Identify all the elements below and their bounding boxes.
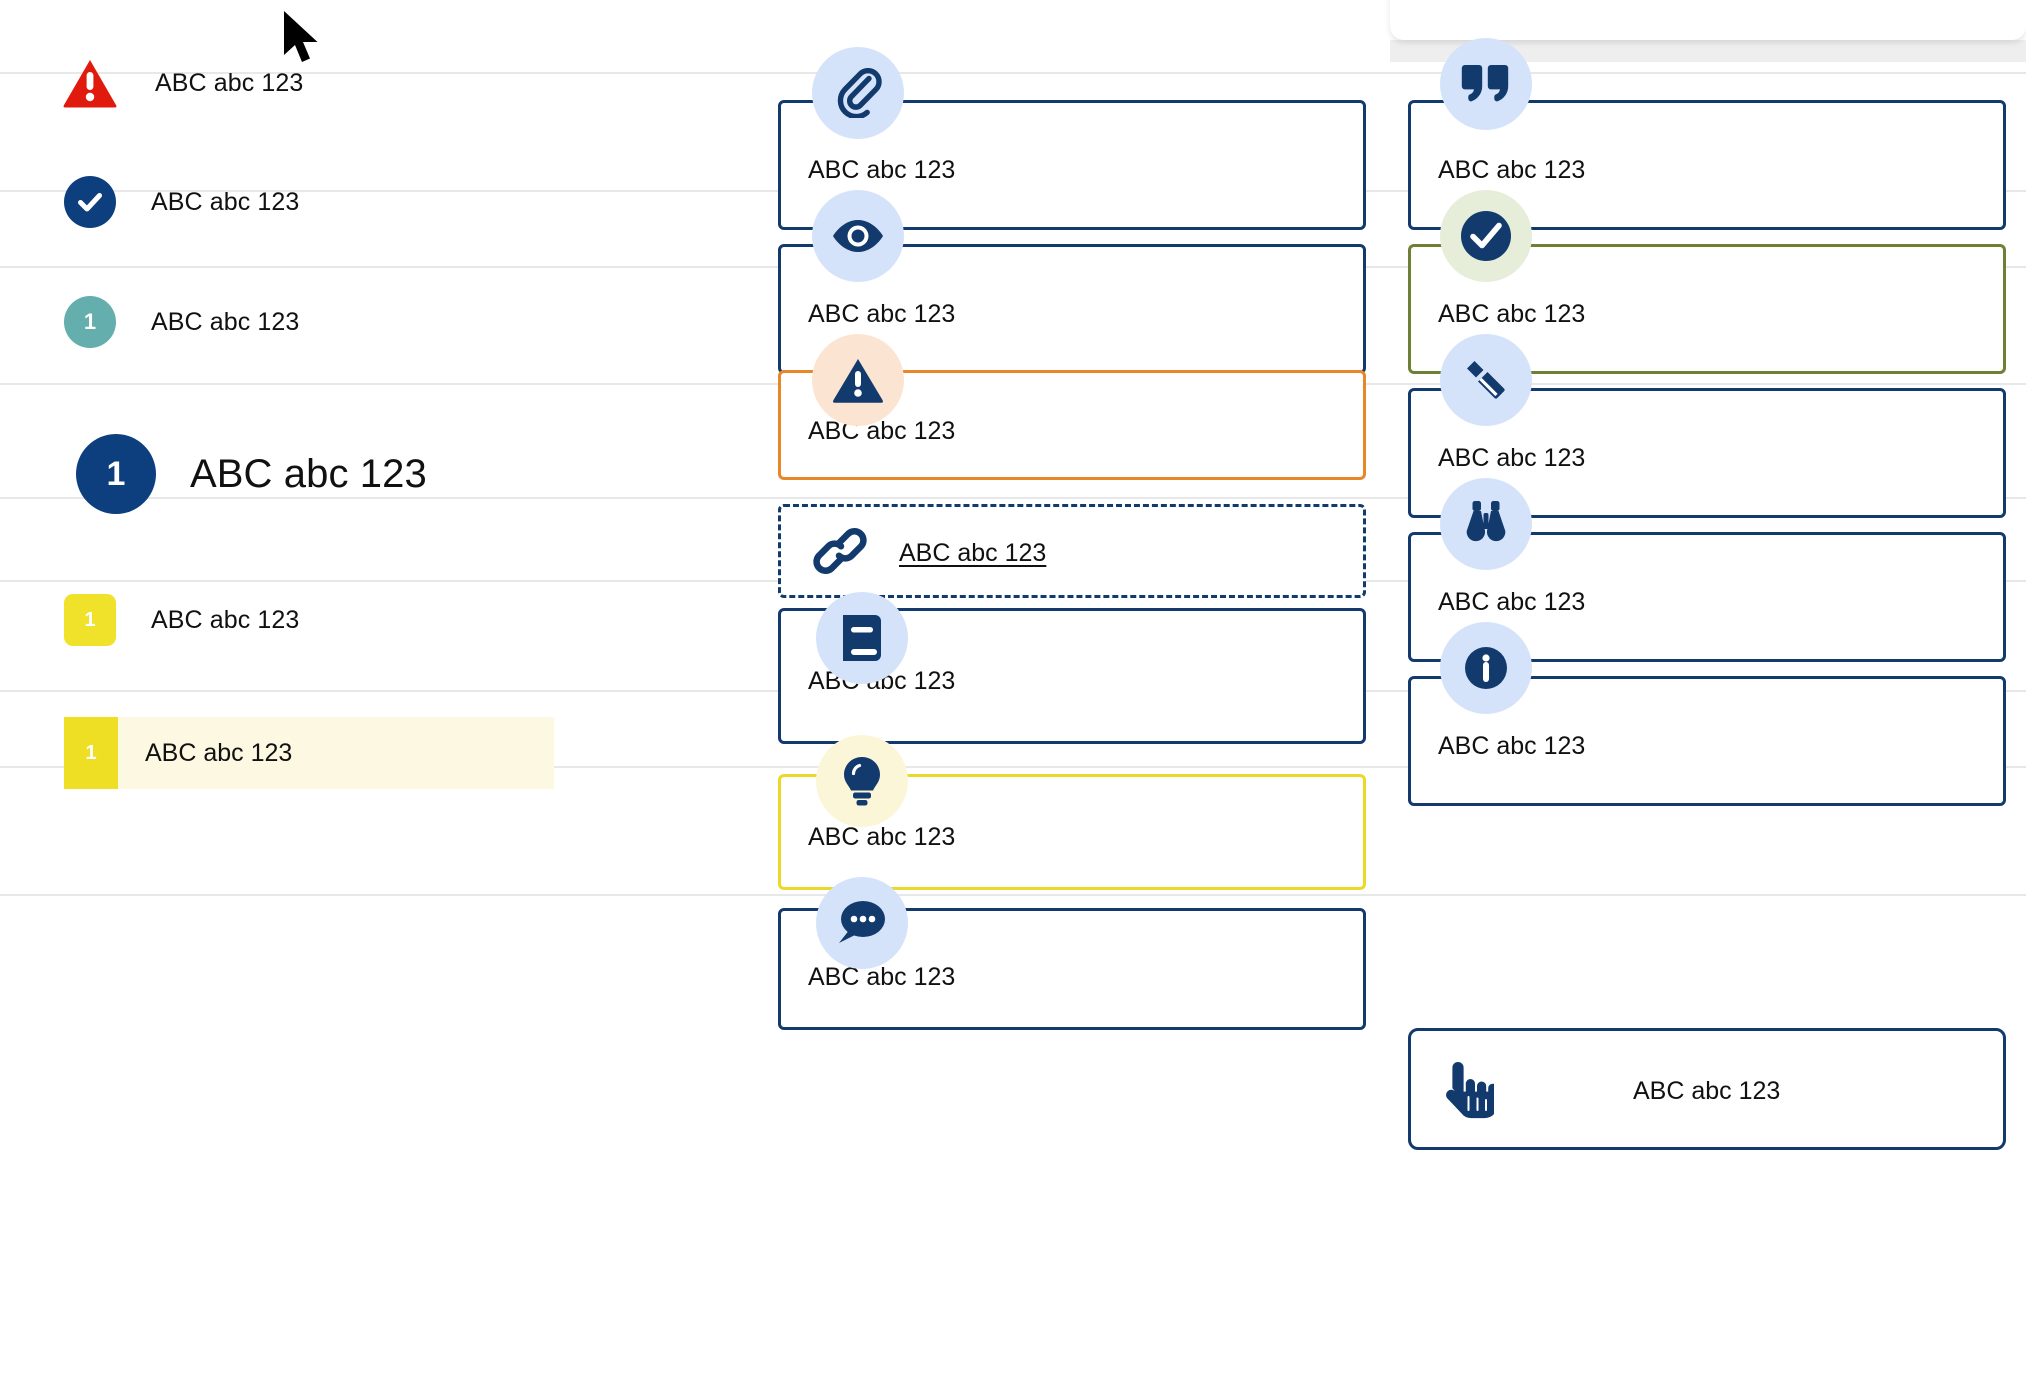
panel-shade [1390,40,2026,62]
info-circle-icon [1440,622,1532,714]
number-badge-icon: 1 [64,594,116,646]
lightbulb-icon [816,735,908,827]
book-icon [816,592,908,684]
pointing-hand-icon [1438,1060,1497,1127]
card-label: ABC abc 123 [808,963,956,991]
list-item[interactable]: ABC abc 123 [62,58,303,108]
divider-rule [0,497,2026,499]
list-item-label: ABC abc 123 [151,605,300,634]
card-label: ABC abc 123 [1438,732,1586,760]
card-label: ABC abc 123 [808,300,956,328]
card-label: ABC abc 123 [1633,1077,1781,1105]
list-item[interactable]: 1 ABC abc 123 [64,296,299,348]
card-label: ABC abc 123 [1438,156,1586,184]
link-chain-icon [812,524,868,583]
check-circle-icon [1440,190,1532,282]
list-item-label: ABC abc 123 [145,738,293,767]
divider-rule [0,894,2026,896]
top-right-panel [1390,0,2026,40]
list-item-label: ABC abc 123 [151,307,300,336]
comment-bubble-icon [816,877,908,969]
badge-number: 1 [106,455,126,493]
warning-triangle-icon [62,58,118,108]
card-label: ABC abc 123 [1438,588,1586,616]
list-item[interactable]: ABC abc 123 [64,176,299,228]
card-label: ABC abc 123 [1438,444,1586,472]
number-badge-icon: 1 [64,717,118,789]
list-item[interactable]: 1 ABC abc 123 [76,434,427,514]
list-item-label: ABC abc 123 [190,451,427,496]
card-label: ABC abc 123 [808,156,956,184]
list-item-label: ABC abc 123 [151,187,300,216]
card-label: ABC abc 123 [808,823,956,851]
mouse-pointer [278,8,326,75]
divider-rule [0,72,2026,74]
list-item-highlighted[interactable]: 1 ABC abc 123 [64,717,554,789]
badge-number: 1 [83,309,97,334]
left-column: ABC abc 123 ABC abc 123 1 ABC abc 123 1 … [0,0,760,1392]
card-label: ABC abc 123 [808,417,956,445]
divider-rule [0,766,2026,768]
binoculars-icon [1440,478,1532,570]
paperclip-icon [812,47,904,139]
card-label: ABC abc 123 [1438,300,1586,328]
card-pointer[interactable]: ABC abc 123 [1408,1028,2006,1150]
card-link[interactable]: ABC abc 123 [778,504,1366,598]
eye-icon [812,190,904,282]
card-link-label[interactable]: ABC abc 123 [899,539,1047,567]
badge-number: 1 [85,741,97,764]
list-item[interactable]: 1 ABC abc 123 [64,594,299,646]
number-badge-icon: 1 [64,296,116,348]
number-badge-icon: 1 [76,434,156,514]
check-circle-icon [64,176,116,228]
badge-number: 1 [84,609,96,631]
warning-triangle-icon [812,334,904,426]
pencil-icon [1440,334,1532,426]
list-item-label: ABC abc 123 [155,68,304,97]
quote-marks-icon [1440,38,1532,130]
